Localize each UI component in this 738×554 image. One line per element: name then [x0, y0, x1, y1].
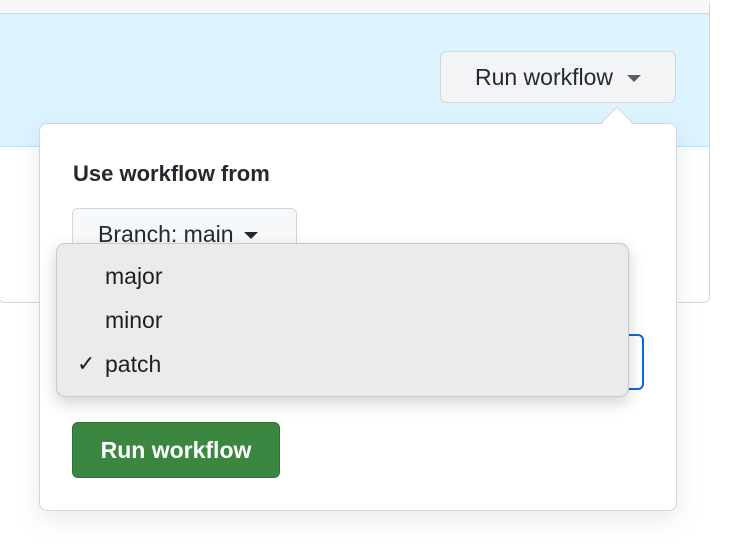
run-workflow-label: Run workflow	[474, 63, 614, 90]
checkmark-icon: ✓	[77, 351, 96, 376]
branch-select-label: Branch: main	[98, 220, 234, 247]
menu-option-label: minor	[105, 306, 163, 333]
menu-option-patch[interactable]: ✓ patch	[57, 344, 628, 384]
menu-option-major[interactable]: major	[57, 256, 628, 296]
menu-option-label: major	[105, 262, 163, 289]
panel-header-strip	[0, 0, 709, 14]
menu-option-label: patch	[105, 350, 162, 377]
triangle-down-icon	[627, 75, 642, 82]
run-workflow-submit-button[interactable]: Run workflow	[72, 422, 280, 478]
triangle-down-icon	[243, 231, 258, 239]
run-workflow-submit-label: Run workflow	[100, 436, 252, 463]
popover-title: Use workflow from	[73, 161, 270, 186]
run-workflow-dropdown-button[interactable]: Run workflow	[440, 51, 676, 103]
select-options-menu: major minor ✓ patch	[56, 243, 629, 397]
menu-option-minor[interactable]: minor	[57, 300, 628, 340]
